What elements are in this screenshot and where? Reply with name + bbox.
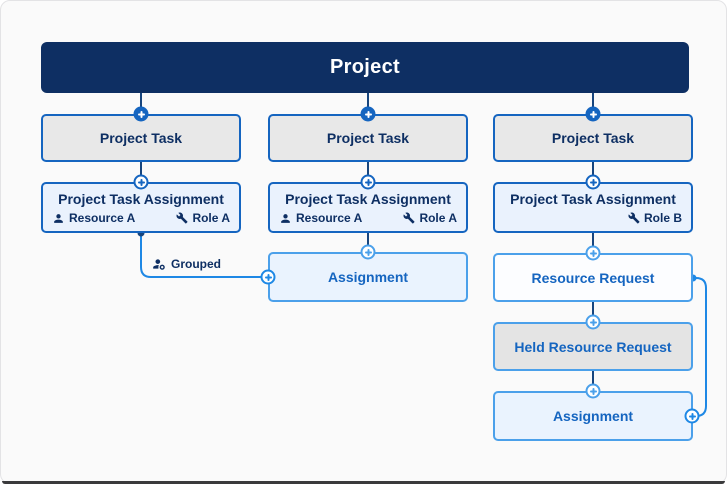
plus-circle-icon[interactable] [585,314,601,330]
plus-circle-icon[interactable] [585,245,601,261]
node-project: Project [41,42,689,93]
node-project-task-assignment-2: Project Task Assignment Resource A Role … [268,182,468,233]
resource-item: Resource A [279,211,362,225]
plus-circle-icon[interactable] [133,106,149,122]
node-held-resource-request: Held Resource Request [493,322,693,371]
role-item: Role B [628,211,682,225]
assignment-details: Resource A Role A [52,211,230,225]
wrench-icon [403,212,415,224]
node-assignment-middle: Assignment [268,252,468,302]
resource-label: Resource A [69,211,136,225]
person-icon [54,213,63,223]
person-gear-icon [153,259,165,270]
node-label: Assignment [552,408,634,424]
assignment-details: Role B [504,211,682,225]
node-label: Project Task [326,130,410,146]
assignment-details: Resource A Role A [279,211,457,225]
node-label: Project Task Assignment [285,191,451,207]
node-project-task-assignment-1: Project Task Assignment Resource A Role … [41,182,241,233]
grouped-label-text: Grouped [171,257,221,271]
role-label: Role A [419,211,457,225]
grouped-connector-label: Grouped [152,257,221,271]
plus-circle-icon[interactable] [585,174,601,190]
wrench-icon [628,212,640,224]
role-label: Role A [192,211,230,225]
plus-circle-icon[interactable] [360,244,376,260]
plus-circle-icon[interactable] [133,174,149,190]
project-title: Project [330,56,400,78]
node-label: Held Resource Request [514,338,672,355]
node-assignment-right: Assignment [493,391,693,441]
plus-circle-icon[interactable] [360,174,376,190]
node-label: Resource Request [531,269,655,286]
plus-circle-icon[interactable] [684,408,700,424]
node-project-task-1: Project Task [41,114,241,162]
plus-circle-icon[interactable] [585,383,601,399]
plus-circle-icon[interactable] [360,106,376,122]
node-label: Project Task [551,130,635,146]
node-label: Project Task [99,130,183,146]
wrench-icon [176,212,188,224]
plus-circle-icon[interactable] [260,269,276,285]
node-label: Project Task Assignment [58,191,224,207]
role-label: Role B [643,211,682,225]
grouped-connector-line [140,234,262,278]
node-label: Assignment [327,269,409,285]
person-icon [281,213,290,223]
role-item: Role A [176,211,230,225]
role-item: Role A [403,211,457,225]
resource-item: Resource A [52,211,135,225]
resource-request-loop-line [693,277,707,417]
plus-circle-icon[interactable] [585,106,601,122]
node-project-task-assignment-3: Project Task Assignment Role B [493,182,693,233]
resource-label: Resource A [296,211,363,225]
card-bottom-edge [2,481,725,484]
node-label: Project Task Assignment [510,191,676,207]
